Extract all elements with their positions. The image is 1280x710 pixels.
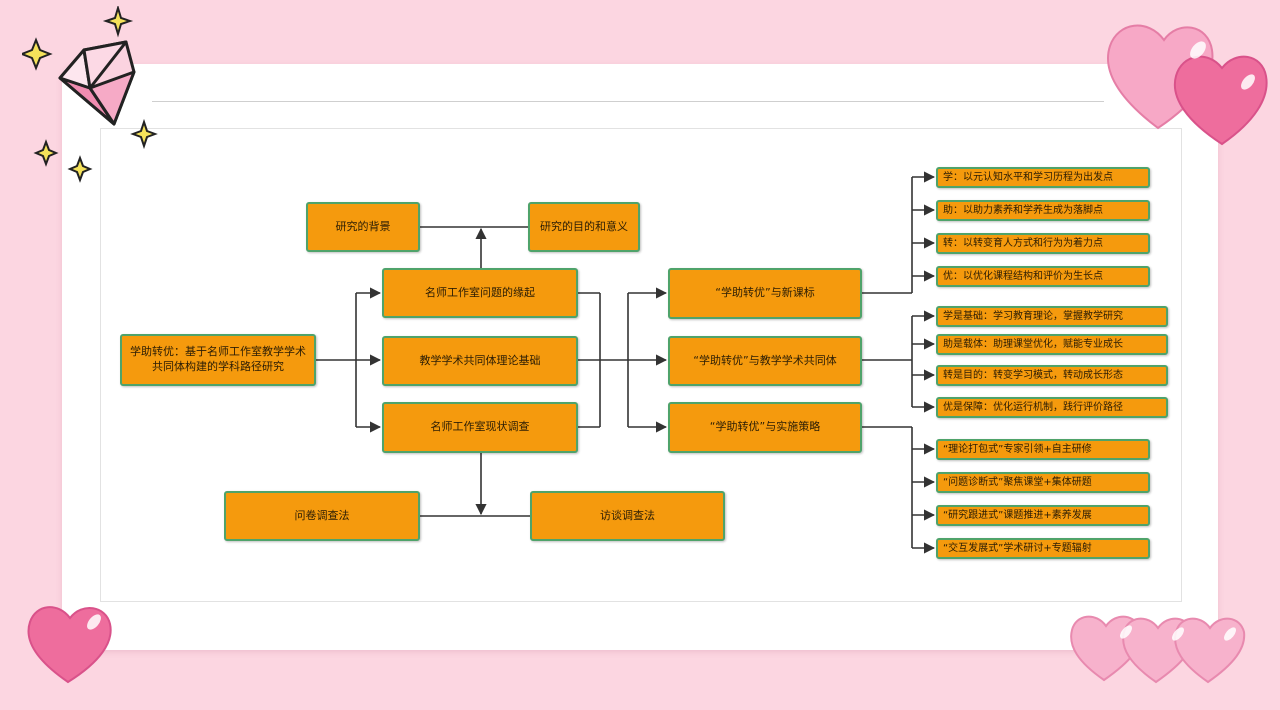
leaf-label: 优：以优化课程结构和评价为生长点 (943, 270, 1103, 282)
interview-label: 访谈调查法 (600, 508, 655, 522)
leaf-label: 优是保障：优化运行机制，践行评价路径 (943, 401, 1123, 413)
leaf-node: “交互发展式”学术研讨+专题辐射 (936, 538, 1150, 559)
leaf-label: 助是载体：助理课堂优化，赋能专业成长 (943, 338, 1123, 350)
theory-label: 教学学术共同体理论基础 (419, 353, 541, 367)
sparkle-icon (102, 6, 134, 38)
leaf-node: 转是目的：转变学习模式，转动成长形态 (936, 365, 1168, 386)
leaf-node: 优是保障：优化运行机制，践行评价路径 (936, 397, 1168, 418)
sparkle-icon (130, 118, 158, 150)
branch-community: “学助转优”与教学学术共同体 (668, 336, 862, 386)
node-interview: 访谈调查法 (530, 491, 725, 541)
leaf-label: 助：以助力素养和学养生成为落脚点 (943, 204, 1103, 216)
sparkle-icon (33, 139, 59, 167)
top-divider (152, 101, 1104, 102)
node-theory: 教学学术共同体理论基础 (382, 336, 578, 386)
heart-icon (27, 606, 112, 684)
node-questionnaire: 问卷调查法 (224, 491, 420, 541)
leaf-node: “研究跟进式”课题推进+素养发展 (936, 505, 1150, 526)
leaf-node: 学：以元认知水平和学习历程为出发点 (936, 167, 1150, 188)
diamond-icon (22, 6, 158, 183)
leaf-label: 转是目的：转变学习模式，转动成长形态 (943, 369, 1123, 381)
heart-icon (1107, 24, 1268, 146)
leaf-label: “交互发展式”学术研讨+专题辐射 (943, 542, 1092, 554)
leaf-label: 转：以转变育人方式和行为为着力点 (943, 237, 1103, 249)
leaf-node: 优：以优化课程结构和评价为生长点 (936, 266, 1150, 287)
questionnaire-label: 问卷调查法 (294, 508, 350, 522)
leaf-node: 转：以转变育人方式和行为为着力点 (936, 233, 1150, 254)
node-purpose: 研究的目的和意义 (528, 202, 640, 252)
branch-label: “学助转优”与新课标 (715, 286, 815, 300)
node-status: 名师工作室现状调查 (382, 402, 578, 453)
leaf-label: 学是基础：学习教育理论，掌握教学研究 (943, 310, 1123, 322)
branch-label: “学助转优”与教学学术共同体 (693, 353, 837, 367)
leaf-node: 学是基础：学习教育理论，掌握教学研究 (936, 306, 1168, 327)
root-node: 学助转优：基于名师工作室教学学术共同体构建的学科路径研究 (120, 334, 316, 386)
leaf-node: 助：以助力素养和学养生成为落脚点 (936, 200, 1150, 221)
sparkle-icon (67, 155, 93, 183)
leaf-label: 学：以元认知水平和学习历程为出发点 (943, 171, 1113, 183)
leaf-node: “理论打包式”专家引领+自主研修 (936, 439, 1150, 460)
leaf-label: “研究跟进式”课题推进+素养发展 (943, 509, 1092, 521)
leaf-label: “理论打包式”专家引领+自主研修 (943, 443, 1092, 455)
background-label: 研究的背景 (335, 219, 391, 233)
heart-icon (1070, 615, 1246, 684)
status-label: 名师工作室现状调查 (430, 420, 530, 434)
sparkle-icon (22, 37, 53, 71)
root-label: 学助转优：基于名师工作室教学学术共同体构建的学科路径研究 (130, 345, 306, 373)
leaf-label: “问题诊断式”聚焦课堂+集体研题 (943, 476, 1092, 488)
branch-strategy: “学助转优”与实施策略 (668, 402, 862, 453)
purpose-label: 研究的目的和意义 (540, 219, 628, 233)
branch-new-curriculum: “学助转优”与新课标 (668, 268, 862, 319)
leaf-node: 助是载体：助理课堂优化，赋能专业成长 (936, 334, 1168, 355)
node-origin: 名师工作室问题的缘起 (382, 268, 578, 318)
node-background: 研究的背景 (306, 202, 420, 252)
branch-label: “学助转优”与实施策略 (709, 420, 821, 434)
leaf-node: “问题诊断式”聚焦课堂+集体研题 (936, 472, 1150, 493)
origin-label: 名师工作室问题的缘起 (425, 285, 535, 299)
